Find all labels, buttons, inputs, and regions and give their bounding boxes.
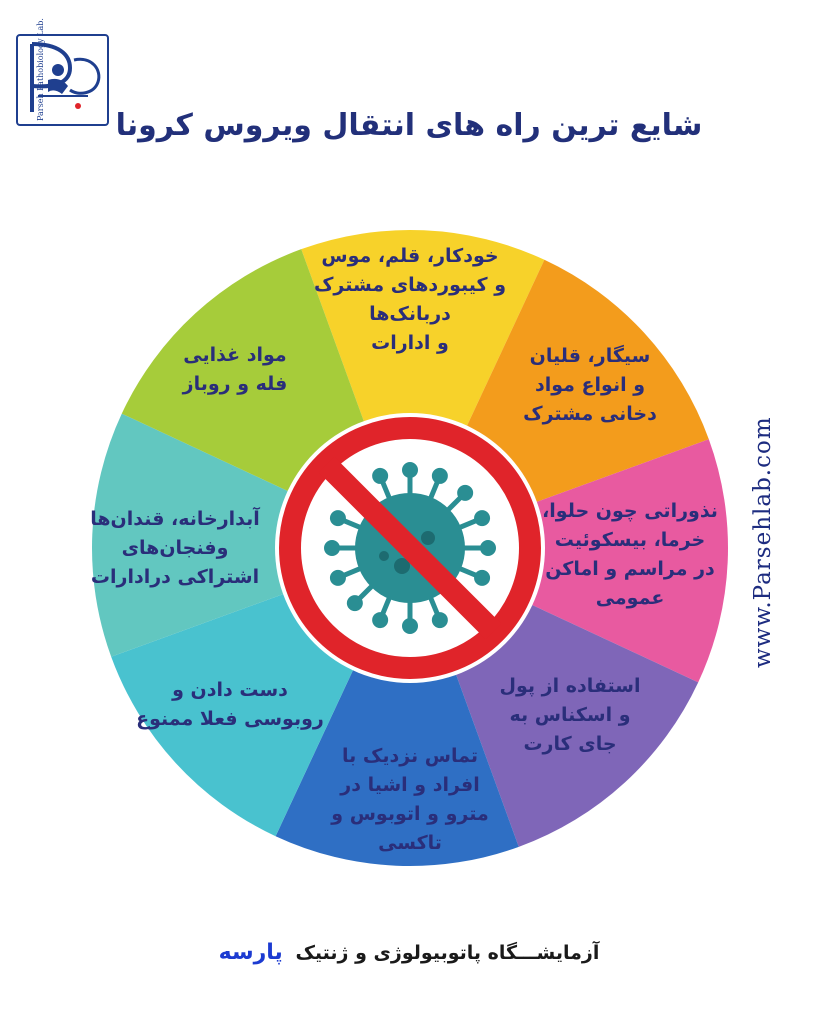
segment-label: نذوراتی چون حلوا، خرما، بیسکوئیت در مراس…: [542, 500, 718, 609]
wheel-segment: [275, 548, 519, 866]
segment-label: دست دادن و روبوسی فعلا ممنوع: [136, 679, 324, 730]
logo-emblem-icon: [30, 42, 101, 112]
prohibition-ring-icon: [279, 417, 541, 679]
footer-text: آزمایشـــگاه پاتوبیولوژی و ژنتیک: [295, 942, 600, 964]
segment-label: آبدارخانه، قندان‌ها وفنجان‌های اشتراکی د…: [90, 507, 260, 588]
segment-label: تماس نزدیک با افراد و اشیا در مترو و اتو…: [331, 745, 489, 854]
segment-label: خودکار، قلم، موس و کیبوردهای مشترک دربان…: [313, 245, 507, 354]
page-title: شایع ترین راه های انتقال ویروس کرونا: [115, 108, 703, 143]
segment-label: سیگار، قلیان و انواع مواد دخانی مشترک: [523, 344, 657, 425]
wheel-segment: [410, 439, 729, 683]
segment-label: مواد غذایی فله و روباز: [182, 344, 288, 395]
footer-brand: پارسه: [218, 940, 283, 965]
segment-label: استفاده از پول و اسکناس به جای کارت: [499, 674, 641, 755]
footer: آزمایشـــگاه پاتوبیولوژی و ژنتیک پارسه: [0, 940, 818, 965]
lab-logo: Parseh Pathobiology Lab.: [16, 18, 109, 126]
wheel-segment: [301, 230, 545, 548]
wheel-segment: [92, 413, 411, 657]
prohibition-slash-icon: [318, 456, 502, 640]
